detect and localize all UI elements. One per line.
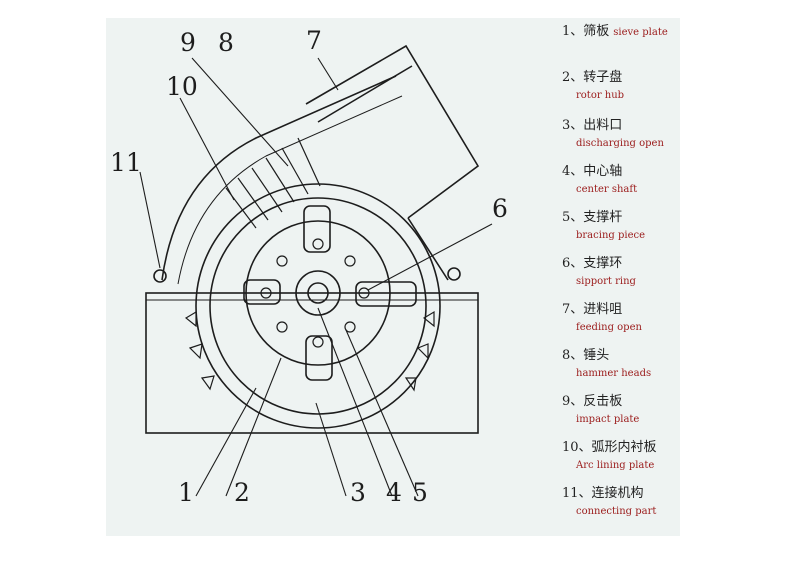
legend-item-2: 2、转子盘 rotor hub — [562, 66, 692, 101]
hammer-head-right — [355, 281, 417, 307]
legend-en-5: bracing piece — [576, 230, 645, 241]
callout-6: 6 — [492, 194, 508, 223]
callout-7: 7 — [306, 26, 322, 55]
callout-8: 8 — [218, 28, 234, 57]
legend-cn-9: 9、反击板 — [562, 394, 623, 409]
legend-item-3: 3、出料口 discharging open — [562, 114, 692, 149]
center-shaft — [307, 282, 329, 304]
legend-item-5: 5、支撑杆 bracing piece — [562, 206, 692, 241]
crusher-cross-section — [139, 44, 493, 497]
rotor-hub — [295, 270, 341, 316]
legend-en-6: sipport ring — [576, 276, 636, 287]
legend-item-4: 4、中心轴 center shaft — [562, 160, 692, 195]
legend-cn-5: 5、支撑杆 — [562, 210, 623, 225]
callout-10: 10 — [166, 72, 198, 101]
legend-en-1: sieve plate — [613, 27, 668, 38]
legend-cn-6: 6、支撑环 — [562, 256, 623, 271]
legend-cn-10: 10、弧形内衬板 — [562, 440, 657, 455]
callout-4: 4 — [386, 478, 402, 507]
callout-3: 3 — [350, 478, 366, 507]
legend-en-10: Arc lining plate — [576, 460, 655, 471]
legend-cn-11: 11、连接机构 — [562, 486, 644, 501]
legend-cn-2: 2、转子盘 — [562, 70, 623, 85]
legend-en-8: hammer heads — [576, 368, 652, 379]
callout-5: 5 — [412, 478, 428, 507]
legend-cn-7: 7、进料咀 — [562, 302, 623, 317]
hammer-head-top — [303, 205, 331, 253]
callout-1: 1 — [178, 478, 194, 507]
hammer-head-bottom — [305, 335, 333, 381]
hammer-head-left — [243, 279, 281, 305]
legend-item-11: 11、连接机构 connecting part — [562, 482, 692, 517]
legend-cn-3: 3、出料口 — [562, 118, 623, 133]
impact-plate-hatching — [225, 137, 321, 229]
legend-cn-8: 8、锤头 — [562, 348, 610, 363]
bracing-pieces — [260, 238, 370, 348]
callout-11: 11 — [110, 148, 142, 177]
arc-lining-teeth — [184, 310, 435, 392]
callout-9: 9 — [180, 28, 196, 57]
connecting-part-right — [447, 267, 461, 281]
legend-cn-1: 1、筛板 — [562, 24, 610, 39]
drum-inner — [209, 197, 427, 415]
connecting-part-left — [153, 269, 167, 283]
legend-en-3: discharging open — [576, 138, 664, 149]
legend-item-7: 7、进料咀 feeding open — [562, 298, 692, 333]
legend-en-7: feeding open — [576, 322, 642, 333]
legend-item-8: 8、锤头 hammer heads — [562, 344, 692, 379]
callout-2: 2 — [234, 478, 250, 507]
feed-chute — [305, 44, 480, 219]
legend-cn-4: 4、中心轴 — [562, 164, 623, 179]
drum-outer — [195, 183, 441, 429]
base-frame — [145, 292, 479, 434]
legend-item-6: 6、支撑环 sipport ring — [562, 252, 692, 287]
legend-en-4: center shaft — [576, 184, 638, 195]
leader-lines — [139, 57, 493, 497]
legend-en-11: connecting part — [576, 506, 657, 517]
crusher-diagram: 1 2 3 4 5 6 7 8 9 10 11 — [106, 18, 680, 536]
legend-en-2: rotor hub — [576, 90, 625, 101]
support-ring — [245, 220, 391, 366]
legend-en-9: impact plate — [576, 414, 640, 425]
legend-item-9: 9、反击板 impact plate — [562, 390, 692, 425]
housing-arc — [161, 75, 397, 281]
legend-item-10: 10、弧形内衬板 Arc lining plate — [562, 436, 692, 471]
